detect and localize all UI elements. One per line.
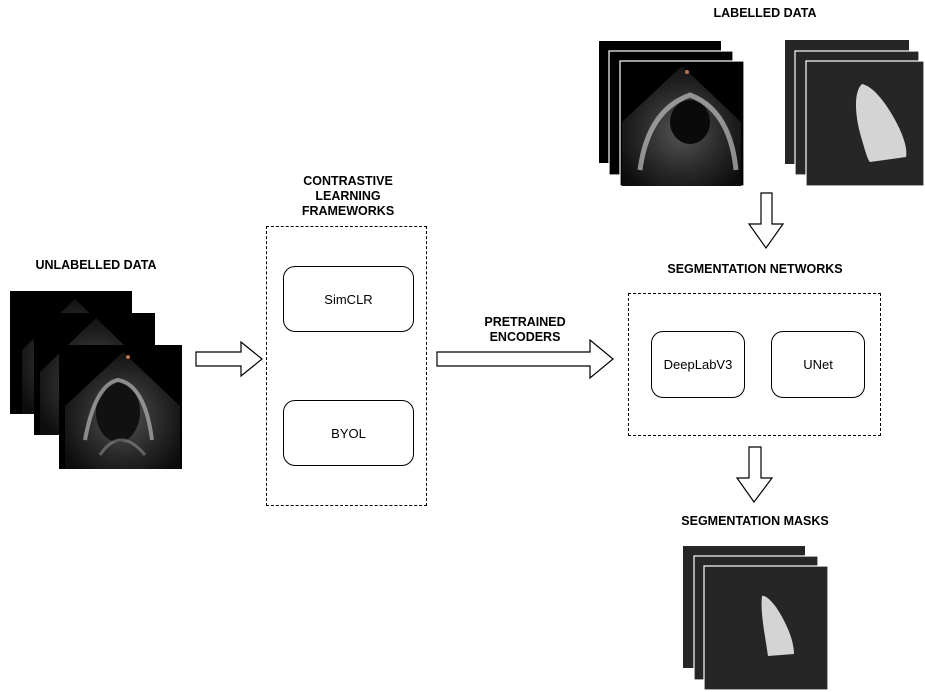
unet-node: UNet: [771, 331, 865, 398]
arrow-frameworks-to-networks: [436, 338, 614, 380]
labelled-mask-front: [805, 60, 925, 187]
unlabelled-image-stack: [10, 291, 182, 469]
contrastive-label-line-1: CONTRASTIVE: [303, 174, 393, 188]
deeplabv3-node: DeepLabV3: [651, 331, 745, 398]
unlabelled-data-label: UNLABELLED DATA: [35, 258, 157, 272]
segmentation-networks-box: [628, 293, 881, 436]
simclr-node: SimCLR: [283, 266, 414, 332]
arrow-labelled-to-networks: [747, 192, 785, 250]
ultrasound-image-front: [59, 345, 182, 469]
byol-node: BYOL: [283, 400, 414, 466]
contrastive-frameworks-box: [266, 226, 427, 506]
output-mask-front: [703, 565, 829, 691]
pretrained-label-line-1: PRETRAINED: [484, 315, 566, 329]
arrow-networks-to-masks: [735, 446, 774, 504]
segmentation-mask-stack: [683, 546, 829, 691]
pretrained-label-line-2: ENCODERS: [489, 330, 561, 344]
labelled-ultrasound-stack: [599, 41, 745, 187]
labelled-data-label: LABELLED DATA: [713, 6, 817, 20]
arrow-unlabelled-to-frameworks: [195, 340, 263, 378]
contrastive-label-line-3: FRAMEWORKS: [301, 204, 395, 218]
pretrained-encoders-label: PRETRAINED ENCODERS: [450, 315, 600, 345]
labelled-mask-stack: [785, 40, 925, 187]
segmentation-masks-label: SEGMENTATION MASKS: [681, 514, 829, 528]
labelled-ultrasound-front: [619, 60, 745, 187]
contrastive-label-line-2: LEARNING: [315, 189, 381, 203]
contrastive-frameworks-label: CONTRASTIVE LEARNING FRAMEWORKS: [268, 174, 428, 219]
segmentation-networks-label: SEGMENTATION NETWORKS: [667, 262, 843, 276]
